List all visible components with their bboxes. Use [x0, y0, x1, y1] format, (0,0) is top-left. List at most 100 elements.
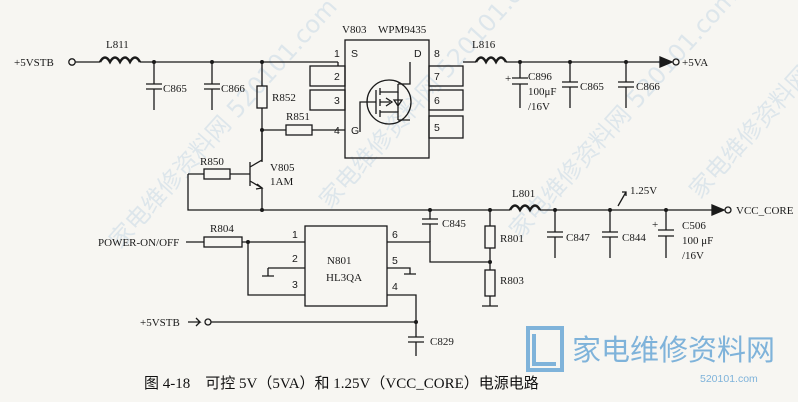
resistor-R850: [203, 168, 231, 180]
capacitor-C866-right: [618, 62, 634, 108]
site-logo: 家电维修资料网 520101.com: [526, 326, 775, 385]
terminal-5vstb-bottom: [204, 318, 212, 326]
inductor-L816: [474, 56, 508, 65]
capacitor-C896: [512, 62, 528, 108]
v803-left-pins: 1 2 3 4 S G D: [309, 48, 422, 137]
label-L811: L811: [106, 39, 129, 51]
label-C866-left: C866: [221, 83, 245, 95]
resistor-R804: [203, 236, 243, 248]
junction: [488, 260, 492, 264]
pin-4: 4: [334, 125, 340, 137]
label-L801: L801: [512, 188, 535, 200]
capacitor-C847: [547, 210, 563, 258]
capacitor-C829: [408, 322, 424, 356]
label-C506-voltage: /16V: [682, 250, 704, 262]
pin-n801-2: 2: [292, 253, 298, 265]
v803-right-pins: 8 7 6 5: [428, 48, 464, 139]
arrow-vcc-core: [711, 204, 726, 216]
label-C896: C896: [528, 71, 552, 83]
net-label-vcc-core: VCC_CORE: [736, 205, 794, 217]
label-C829: C829: [430, 336, 454, 348]
arrow-5va: [659, 56, 674, 68]
label-C896-value: 100μF: [528, 86, 557, 98]
capacitor-C506: [658, 210, 674, 258]
pin-2: 2: [334, 71, 340, 83]
net-label-5va: +5VA: [682, 57, 708, 69]
label-V803: V803: [342, 24, 367, 36]
label-L816: L816: [472, 39, 496, 51]
terminal-vcc-core: [724, 206, 732, 214]
arrow-125v: [617, 191, 627, 207]
net-label-1.25v: 1.25V: [630, 185, 657, 197]
label-R801: R801: [500, 233, 524, 245]
pin-name-S: S: [351, 48, 358, 60]
transistor-V805: [249, 130, 263, 210]
wire-mid-bus: [187, 174, 490, 211]
terminal-5vstb-top: [68, 58, 76, 66]
capacitor-C865-right: [562, 62, 578, 108]
capacitor-C866-left: [204, 62, 220, 110]
capacitor-C844: [602, 210, 618, 258]
label-V803-type: WPM9435: [378, 24, 427, 36]
label-N801: N801: [327, 255, 351, 267]
ground-R803: [482, 296, 498, 307]
label-C844: C844: [622, 232, 646, 244]
pin-n801-1: 1: [292, 229, 298, 241]
wire: [261, 108, 286, 162]
label-R851: R851: [286, 111, 310, 123]
label-C865-left: C865: [163, 83, 187, 95]
pin-6: 6: [434, 95, 440, 107]
label-R850: R850: [200, 156, 224, 168]
label-C896-voltage: /16V: [528, 101, 550, 113]
terminal-5va: [672, 58, 680, 66]
pin-7: 7: [434, 71, 440, 83]
net-label-5vstb-bottom: +5VSTB: [140, 317, 180, 329]
ic-N801-body: [304, 225, 388, 307]
label-V805-type: 1AM: [270, 176, 293, 188]
net-label-power-on-off: POWER-ON/OFF: [98, 237, 179, 249]
polarity-plus-c896: +: [505, 73, 511, 85]
logo-mark-icon: [526, 326, 564, 372]
net-label-5vstb-top: +5VSTB: [14, 57, 54, 69]
label-C865-right: C865: [580, 81, 604, 93]
pin-n801-4: 4: [392, 281, 398, 293]
transistor-arrow: [255, 183, 264, 190]
figure-caption: 图 4-18 可控 5V（5VA）和 1.25V（VCC_CORE）电源电路: [144, 375, 539, 392]
ground-pin2: [262, 267, 305, 277]
label-C506: C506: [682, 220, 706, 232]
pin-1: 1: [334, 48, 340, 60]
pin-n801-5: 5: [392, 255, 398, 267]
polarity-plus-c506: +: [652, 219, 658, 231]
wire: [247, 242, 305, 296]
label-C866-right: C866: [636, 81, 660, 93]
pin-3: 3: [334, 95, 340, 107]
inductor-L801: [508, 204, 542, 213]
watermark-diag-1: 家电维修资料网 520101.com: [104, 0, 343, 254]
resistor-R801: [484, 225, 496, 249]
logo-subtext: 520101.com: [700, 373, 758, 385]
label-C845: C845: [442, 218, 466, 230]
arrow-5vstb-bottom: [188, 317, 202, 327]
resistor-R803: [484, 269, 496, 297]
inductor-L811: [98, 56, 142, 65]
label-C506-value: 100 μF: [682, 235, 713, 247]
label-V805: V805: [270, 162, 295, 174]
capacitor-C865-left: [146, 62, 162, 110]
resistor-R851: [285, 124, 313, 136]
capacitor-C845: [422, 210, 438, 242]
label-C847: C847: [566, 232, 590, 244]
junction: [152, 60, 156, 64]
pin-n801-3: 3: [292, 279, 298, 291]
pin-8: 8: [434, 48, 440, 60]
junction: [260, 208, 264, 212]
pin-5: 5: [434, 122, 440, 134]
wire-pin4: [387, 294, 417, 322]
wire-n801-right: [387, 241, 490, 275]
logo-text: 家电维修资料网: [572, 333, 775, 367]
watermark-layer: 家电维修资料网 520101.com 家电维修资料网 520101.com 家电…: [104, 0, 798, 254]
label-R852: R852: [272, 92, 296, 104]
junction: [210, 60, 214, 64]
pin-n801-6: 6: [392, 229, 398, 241]
label-R804: R804: [210, 223, 234, 235]
